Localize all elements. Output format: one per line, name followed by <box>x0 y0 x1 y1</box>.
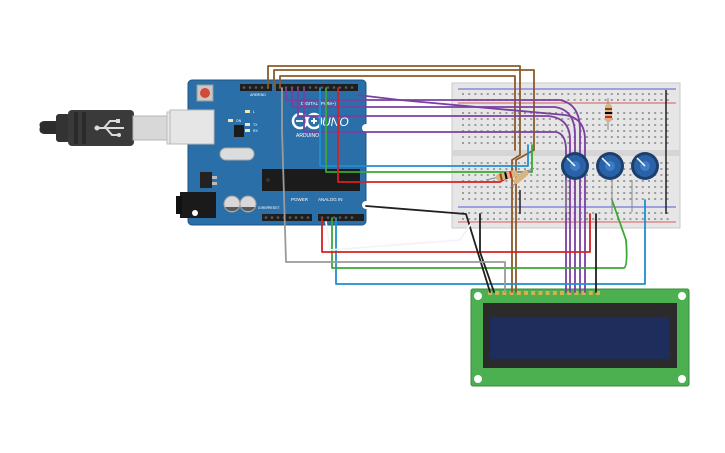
lcd-pin[interactable] <box>588 291 593 295</box>
lcd-pin[interactable] <box>488 291 492 295</box>
on-led <box>228 119 233 122</box>
resistor-1 <box>485 169 531 181</box>
reset-button[interactable] <box>196 84 214 102</box>
arduino-uno-board[interactable]: ARDUINO UNO DIGITAL (PWM~) ANALOG IN POW… <box>169 79 370 226</box>
lcd-pin[interactable] <box>524 291 528 295</box>
lcd-pin[interactable] <box>581 291 586 295</box>
wire-white-1 <box>325 221 471 251</box>
rx-led <box>245 129 250 132</box>
arduino-logo <box>291 112 323 130</box>
l-label: L <box>253 110 255 114</box>
wire-brown-3 <box>279 75 516 151</box>
wire-purple-2 <box>291 87 576 293</box>
lcd-pin-header[interactable] <box>488 291 600 295</box>
reset-pin-label: RESET <box>268 206 281 210</box>
lcd-pin[interactable] <box>516 291 521 295</box>
digital-pins-label: DIGITAL (PWM~) <box>301 101 336 106</box>
wire-blue-1 <box>319 87 529 167</box>
wire-red-2 <box>321 213 591 253</box>
lcd-pin[interactable] <box>560 291 564 295</box>
wires <box>267 65 646 293</box>
crystal <box>219 147 255 161</box>
aref-label: AREF <box>250 93 259 97</box>
lcd-pin[interactable] <box>495 291 500 295</box>
wire-purple-4 <box>303 87 567 293</box>
tx-led <box>245 123 250 126</box>
l-led <box>245 110 250 113</box>
potentiometer-3[interactable] <box>631 152 659 212</box>
tx-label: TX <box>253 123 258 127</box>
wire-purple-1 <box>285 87 581 293</box>
voltage-regulator <box>200 172 212 188</box>
lcd-pin[interactable] <box>552 291 557 295</box>
lcd-screen <box>490 317 670 359</box>
lcd-pin[interactable] <box>538 291 543 295</box>
usb-icon <box>94 119 124 137</box>
wire-black-2 <box>479 213 495 293</box>
lcd-16x2[interactable] <box>470 288 690 387</box>
wire-green-1 <box>325 87 533 173</box>
board-model-label: UNO <box>322 115 349 129</box>
rx-label: RX <box>253 129 259 133</box>
ioref-label: IOREF <box>258 206 269 210</box>
potentiometer-2[interactable] <box>596 152 624 212</box>
gnd-label: GND <box>258 93 266 97</box>
wire-purple-3 <box>297 87 571 293</box>
lcd-pin[interactable] <box>596 291 600 295</box>
usb-chip <box>234 125 244 137</box>
atmega-chip <box>262 169 360 191</box>
on-label: ON <box>236 119 242 123</box>
board-brand-label: ARDUINO <box>296 133 319 139</box>
lcd-pin[interactable] <box>545 291 550 295</box>
lcd-pin[interactable] <box>509 291 514 295</box>
analog-pins-label: ANALOG IN <box>318 197 343 202</box>
lcd-pin[interactable] <box>574 291 579 295</box>
wire-black-1 <box>365 205 491 293</box>
resistor-2 <box>509 167 535 189</box>
lcd-pin[interactable] <box>502 291 507 295</box>
lcd-pin[interactable] <box>567 291 572 295</box>
potentiometer-1[interactable] <box>561 152 589 212</box>
wire-green-2 <box>331 199 628 269</box>
wire-gray-1 <box>281 87 506 293</box>
capacitors <box>223 195 257 213</box>
lcd-pin[interactable] <box>531 291 536 295</box>
resistor-3 <box>605 98 612 130</box>
wire-purple-5 <box>357 94 586 293</box>
power-pins-label: POWER <box>291 197 309 202</box>
